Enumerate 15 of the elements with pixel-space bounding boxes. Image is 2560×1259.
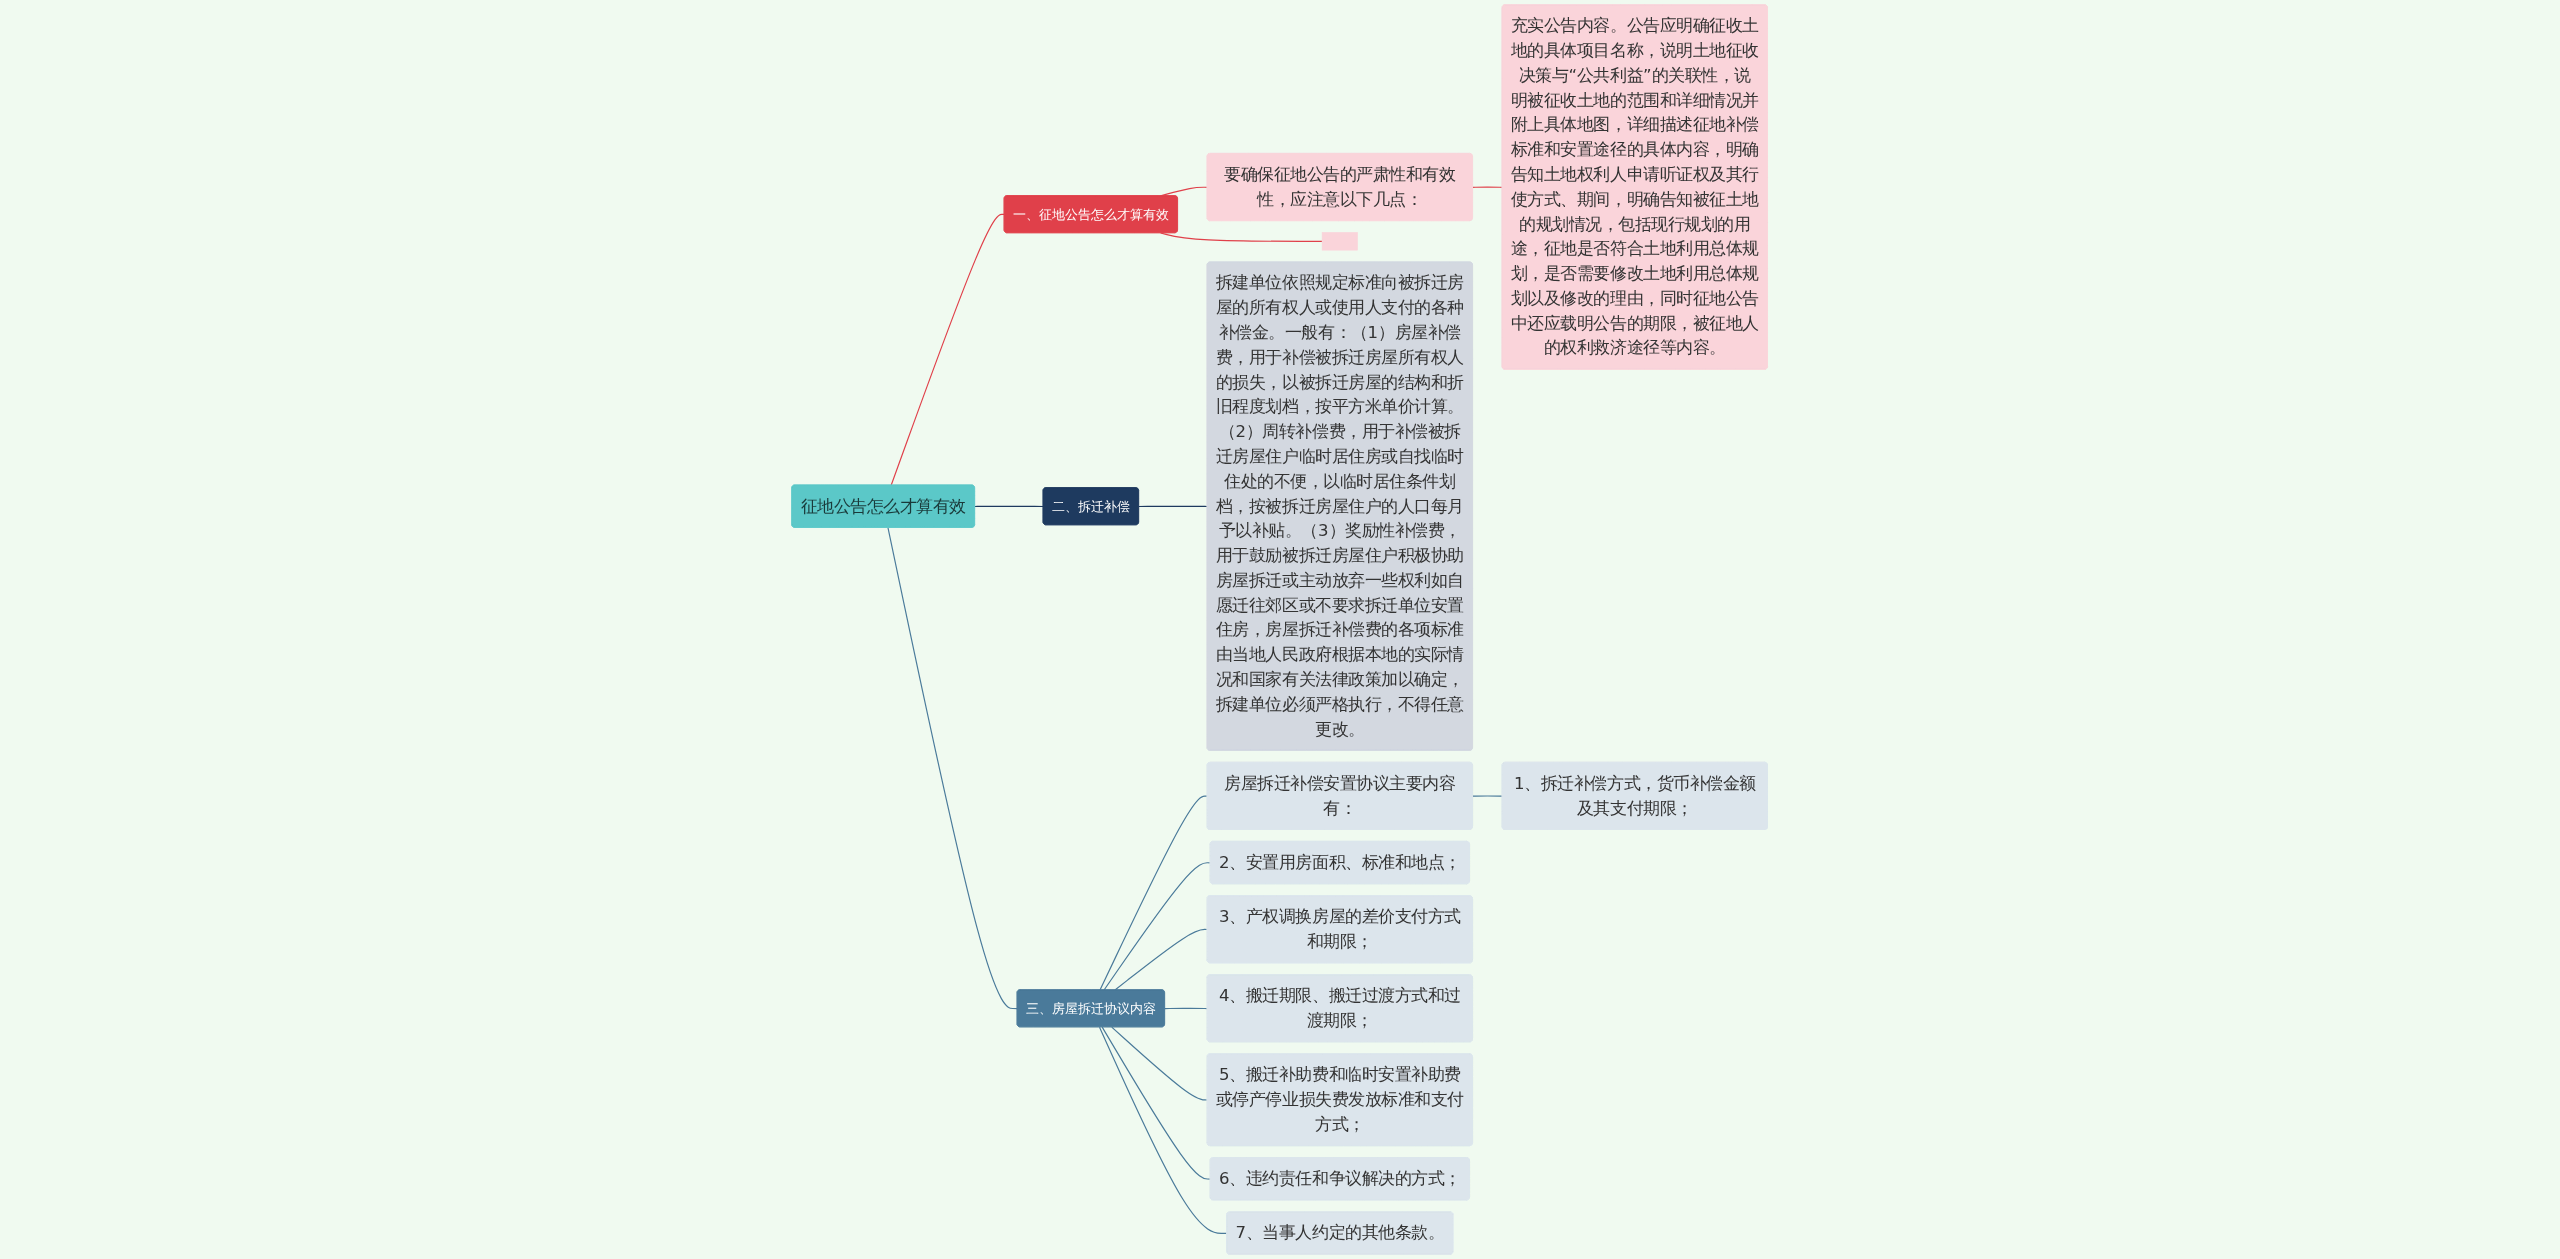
connector — [890, 213, 1006, 486]
connector — [887, 527, 1019, 1010]
connector — [1101, 1026, 1212, 1180]
connector — [974, 505, 1045, 508]
connector — [1160, 232, 1324, 242]
node-box — [1322, 232, 1359, 251]
connector — [1099, 795, 1209, 991]
connector — [1103, 862, 1212, 991]
connector — [1164, 1007, 1209, 1010]
connector — [1472, 186, 1504, 188]
connector — [1099, 1026, 1228, 1234]
connector — [1111, 1026, 1209, 1101]
connector — [1114, 928, 1209, 991]
connector — [1138, 505, 1209, 508]
connector — [1472, 795, 1504, 797]
